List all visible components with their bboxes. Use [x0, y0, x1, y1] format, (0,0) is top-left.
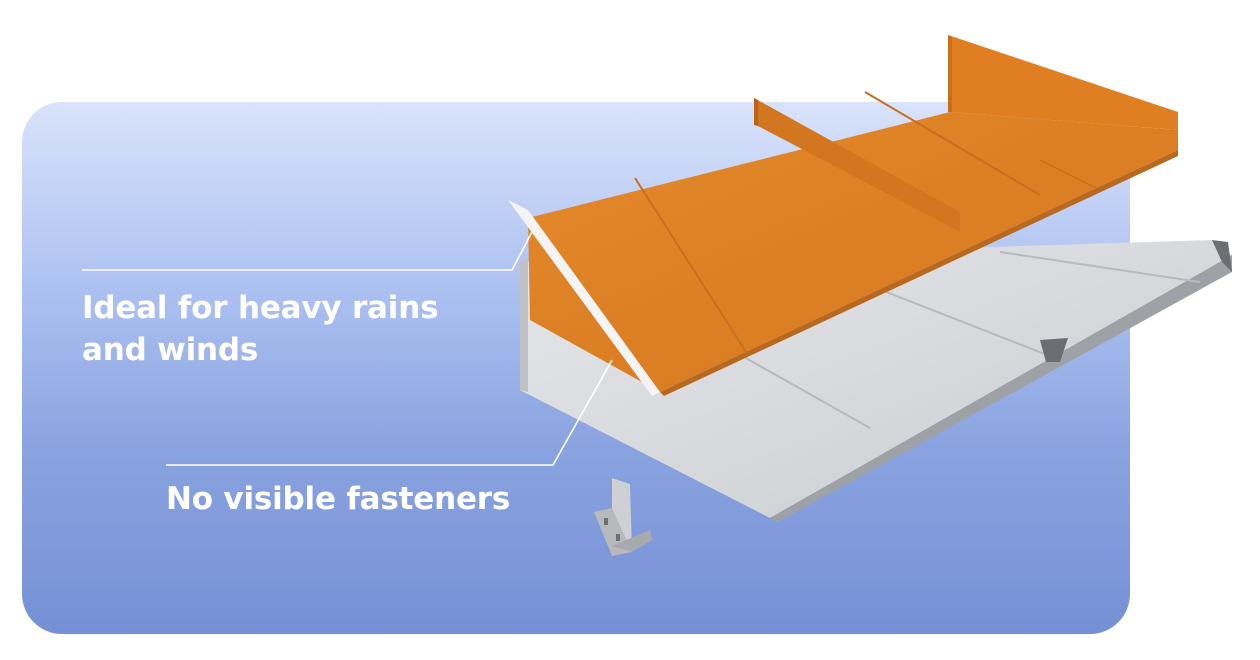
callout-heavy-rains: Ideal for heavy rains and winds	[82, 290, 439, 368]
callout-line-1	[82, 231, 533, 271]
callout-no-fasteners: No visible fasteners	[166, 481, 511, 517]
orange-sheet	[508, 35, 1178, 396]
callout-line-2	[166, 359, 613, 466]
clip-bracket-icon	[594, 478, 652, 556]
